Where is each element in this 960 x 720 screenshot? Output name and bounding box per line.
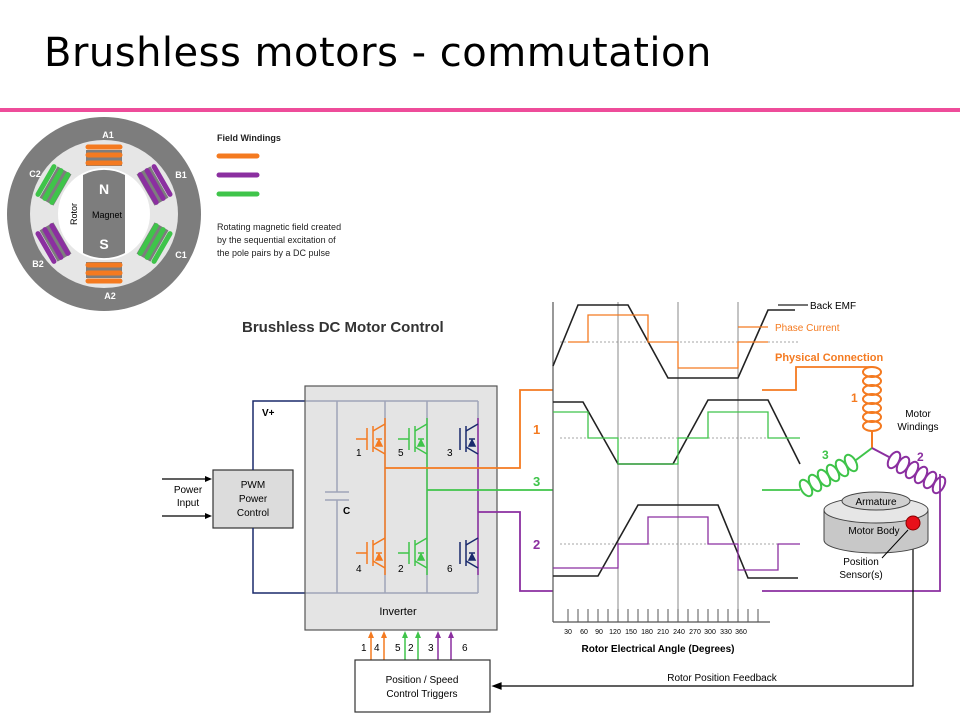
trigger-label-1: 1 xyxy=(361,643,367,654)
magnet-label: Magnet xyxy=(92,210,123,220)
winding-label-2: 2 xyxy=(917,450,924,464)
phase-current-3 xyxy=(553,411,800,465)
pole-label-a1: A1 xyxy=(102,130,114,140)
motor-windings-line-1: Motor xyxy=(905,409,931,420)
rotor-south-label: S xyxy=(99,236,108,252)
legend-description-line-1: Rotating magnetic field created xyxy=(217,222,341,232)
trigger-label-2: 2 xyxy=(408,643,414,654)
winding-b xyxy=(35,164,173,264)
angle-tick-300: 300 xyxy=(704,629,716,636)
capacitor-label: C xyxy=(343,506,350,517)
motor-windings xyxy=(798,366,947,498)
commutation-diagram: N Magnet S Rotor A1 B1 C1 A2 B2 C2 Field… xyxy=(7,117,947,713)
legend-title: Field Windings xyxy=(217,133,281,143)
switch-4 xyxy=(356,537,386,569)
angle-tick-120: 120 xyxy=(609,629,621,636)
angle-tick-270: 270 xyxy=(689,629,701,636)
pwm-line-1: PWM xyxy=(241,480,265,491)
inverter-label: Inverter xyxy=(379,606,417,618)
pole-label-a2: A2 xyxy=(104,291,116,301)
pwm-line-2: Power xyxy=(239,494,268,505)
switch-6 xyxy=(459,537,479,569)
motor-windings-line-2: Windings xyxy=(897,422,938,433)
waveform-panel xyxy=(552,302,808,623)
switch-1 xyxy=(356,423,386,455)
control-triggers-box: Position / Speed Control Triggers xyxy=(354,659,491,713)
pole-label-b1: B1 xyxy=(175,170,187,180)
motor-body-label: Motor Body xyxy=(848,526,899,537)
angle-tick-210: 210 xyxy=(657,629,669,636)
motor-body: Armature Motor Body xyxy=(823,491,929,559)
vplus-label: V+ xyxy=(262,408,275,419)
switch-label-2: 2 xyxy=(398,564,404,575)
angle-tick-labels: 30 60 90 120 150 180 210 240 270 300 330… xyxy=(564,629,747,636)
trigger-box-line-1: Position / Speed xyxy=(386,675,459,686)
switch-label-1: 1 xyxy=(356,448,362,459)
stator-diagram: N Magnet S Rotor A1 B1 C1 A2 B2 C2 xyxy=(7,117,201,311)
phase-current-2 xyxy=(553,516,800,571)
field-windings-legend: Field Windings Rotating magnetic field c… xyxy=(216,133,341,258)
switch-label-3: 3 xyxy=(447,448,453,459)
switch-2 xyxy=(398,537,428,569)
angle-tick-150: 150 xyxy=(625,629,637,636)
trigger-label-4: 4 xyxy=(374,643,380,654)
power-input-line-1: Power xyxy=(174,485,203,496)
trigger-label-6: 6 xyxy=(462,643,468,654)
winding-a xyxy=(85,144,123,284)
winding-label-3: 3 xyxy=(822,448,829,462)
legend-description-line-3: the pole pairs by a DC pulse xyxy=(217,248,330,258)
slide-title: Brushless motors - commutation xyxy=(44,30,712,76)
sensor-line-2: Sensor(s) xyxy=(839,570,882,581)
sensor-line-1: Position xyxy=(843,557,879,568)
rotor-position-feedback xyxy=(491,531,914,690)
control-title: Brushless DC Motor Control xyxy=(242,319,444,336)
winding-c xyxy=(35,164,173,264)
feedback-label: Rotor Position Feedback xyxy=(667,673,778,684)
back-emf-label: Back EMF xyxy=(810,301,856,312)
inverter: C Inverter xyxy=(304,385,498,631)
phase-label-2: 2 xyxy=(533,537,540,552)
power-input: Power Input xyxy=(162,476,212,519)
pwm-line-3: Control xyxy=(237,508,269,519)
phase-label-3: 3 xyxy=(533,474,540,489)
pole-label-b2: B2 xyxy=(32,259,44,269)
physical-connection-label: Physical Connection xyxy=(775,352,883,364)
angle-tick-360: 360 xyxy=(735,629,747,636)
pole-label-c1: C1 xyxy=(175,250,187,260)
angle-tick-30: 30 xyxy=(564,629,572,636)
trigger-label-5: 5 xyxy=(395,643,401,654)
winding-label-1: 1 xyxy=(851,391,858,405)
back-emf-phase-1 xyxy=(552,304,795,379)
pole-label-c2: C2 xyxy=(29,169,41,179)
rotor: N Magnet S Rotor xyxy=(58,168,150,260)
switch-3 xyxy=(459,423,479,455)
trigger-arrows xyxy=(368,631,454,660)
power-input-line-2: Input xyxy=(177,498,199,509)
switch-label-5: 5 xyxy=(398,448,404,459)
angle-tick-90: 90 xyxy=(595,629,603,636)
angle-tick-60: 60 xyxy=(580,629,588,636)
phase-label-1: 1 xyxy=(533,422,540,437)
phase-current-1 xyxy=(568,314,768,369)
switch-label-4: 4 xyxy=(356,564,362,575)
title-divider xyxy=(0,108,960,112)
armature-label: Armature xyxy=(855,497,897,508)
rotor-label: Rotor xyxy=(69,203,79,225)
phase-current-label: Phase Current xyxy=(775,323,840,334)
back-emf-phase-2 xyxy=(553,504,798,579)
switch-label-6: 6 xyxy=(447,564,453,575)
rotor-north-label: N xyxy=(99,181,109,197)
angle-axis-label: Rotor Electrical Angle (Degrees) xyxy=(581,644,734,655)
angle-tick-180: 180 xyxy=(641,629,653,636)
angle-tick-240: 240 xyxy=(673,629,685,636)
pwm-power-control: PWM Power Control xyxy=(212,469,294,529)
legend-description-line-2: by the sequential excitation of xyxy=(217,235,336,245)
switch-5 xyxy=(398,423,428,455)
angle-tick-330: 330 xyxy=(720,629,732,636)
trigger-label-3: 3 xyxy=(428,643,434,654)
position-sensor xyxy=(905,515,921,531)
trigger-box-line-2: Control Triggers xyxy=(386,689,457,700)
